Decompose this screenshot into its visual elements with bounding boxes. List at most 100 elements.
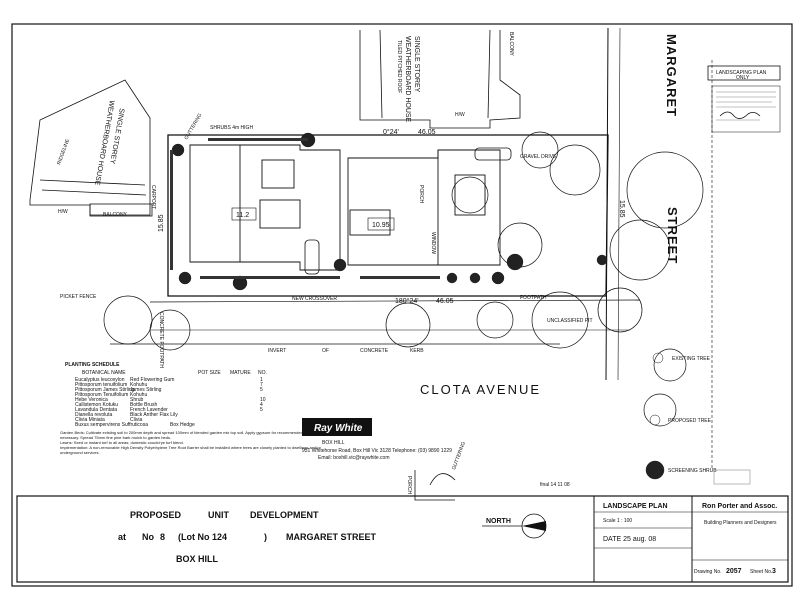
schedule-cell: French Lavender	[130, 407, 168, 413]
top-house-line3: TILED PITCHED ROOF	[396, 40, 402, 93]
neighbour-house-left	[29, 79, 153, 217]
schedule-cell: 7	[260, 382, 263, 388]
schedule-cell: Clivia	[130, 417, 142, 423]
schedule-rows: Eucalyptus leucoxylon Red Flowering Gum …	[75, 377, 266, 428]
existing-tree	[626, 151, 704, 229]
existing-tree	[103, 295, 153, 345]
schedule-header-botanical: BOTANICAL NAME	[82, 370, 126, 376]
schedule-cell: Pittosporum Tenuifolium	[75, 392, 128, 398]
top-dimension: 46.05	[418, 129, 436, 136]
schedule-cell: James Stirling	[130, 387, 162, 393]
schedule-header-pot: POT SIZE	[198, 370, 221, 376]
planting-schedule: PLANTING SCHEDULE BOTANICAL NAME POT SIZ…	[65, 362, 267, 428]
council-stamp	[711, 85, 781, 133]
schedule-note-2: Lawns: Seed or instant turf to all areas…	[60, 440, 184, 445]
existing-tree	[653, 348, 687, 382]
invert-label: INVERT	[268, 348, 286, 354]
area-box-2	[367, 217, 395, 231]
schedule-notes: Garden Beds: Cultivate existing soil to …	[60, 430, 324, 455]
schedule-cell: Dianella revoluta	[75, 412, 112, 418]
proposed-tree	[596, 254, 608, 266]
unit-2-building	[347, 149, 501, 266]
car-garage	[304, 239, 320, 275]
date-label: DATE 25 aug. 08	[603, 536, 656, 543]
area-box-1	[231, 207, 257, 221]
schedule-cell: Box Hedge	[170, 422, 195, 428]
title-unit: UNIT	[208, 510, 229, 520]
ray-white-logo-text: Ray White	[314, 423, 363, 434]
porch-label: PORCH	[418, 185, 424, 203]
schedule-note-3: Implementation: A non-removable High Den…	[60, 445, 321, 455]
street-label: STREET	[665, 207, 680, 264]
shrubs-label: SHRUBS 4m HIGH	[210, 125, 253, 131]
existing-tree	[521, 131, 559, 169]
legend-existing: EXISTING TREE	[672, 356, 711, 362]
existing-tree	[385, 302, 431, 348]
existing-tree	[597, 287, 643, 333]
schedule-cell: Kohuhu	[130, 382, 147, 388]
title-street: MARGARET STREET	[286, 532, 377, 542]
clota-avenue-label: CLOTA AVENUE	[420, 382, 541, 397]
footpath-lines	[110, 299, 641, 345]
site-boundary	[167, 134, 609, 297]
legend-screening-symbol	[645, 460, 665, 480]
existing-tree	[643, 393, 677, 427]
right-dimension: 15.85	[618, 200, 625, 218]
sheet-no-label: Sheet No.	[750, 569, 772, 575]
existing-trees	[103, 131, 704, 427]
porch-label-bottom: PORCH	[406, 476, 412, 494]
schedule-cell: Hebe Veronica	[75, 397, 108, 403]
firm-name: Ron Porter and Assoc.	[702, 503, 777, 510]
schedule-cell: 5	[260, 387, 263, 393]
legend-existing-symbol	[652, 352, 664, 364]
title-suburb: BOX HILL	[176, 554, 219, 564]
firm-subtitle: Building Planners and Designers	[704, 520, 777, 526]
top-balcony-label: BALCONY	[508, 32, 514, 57]
hedge-row	[170, 138, 440, 279]
concrete-footpath-label: CONCRETE FOOTPATH	[158, 312, 164, 368]
proposed-plants	[171, 132, 665, 480]
schedule-cell: Pittosporum tenuifolium	[75, 382, 127, 388]
window-label: WINDOW	[430, 232, 436, 254]
new-crossover-label: NEW CROSSOVER	[292, 296, 337, 302]
north-label: NORTH	[486, 518, 511, 525]
balcony-label: BALCONY	[103, 212, 128, 218]
picket-fence-label: PICKET FENCE	[60, 294, 97, 300]
schedule-cell: 5	[260, 407, 263, 413]
proposed-tree	[506, 253, 524, 271]
schedule-cell: Clivia Miniata	[75, 417, 105, 423]
legend-proposed: PROPOSED TREE	[668, 418, 712, 424]
sheet-border	[11, 23, 793, 587]
margaret-label: MARGARET	[664, 34, 679, 117]
title-no-value: 8	[160, 532, 165, 542]
area-1-label: 11.2	[236, 212, 249, 219]
title-block	[16, 495, 789, 583]
proposed-tree	[171, 143, 185, 157]
drawing-no: 2057	[726, 568, 742, 575]
stamp-line2: ONLY	[736, 75, 750, 81]
hw-label-top: H/W	[455, 112, 465, 118]
north-arrow	[482, 513, 547, 539]
area-2-label: 10.95	[372, 222, 390, 229]
existing-tree	[531, 291, 589, 349]
proposed-tree	[333, 258, 347, 272]
schedule-cell: 1	[260, 377, 263, 383]
agency-address: 931 Whitehorse Road, Box Hill Vic 3128 T…	[302, 448, 452, 454]
top-house-line2: WEATHERBOARD HOUSE	[404, 36, 411, 123]
proposed-tree	[491, 271, 505, 285]
signature-mark	[719, 111, 761, 119]
proposed-tree	[446, 272, 458, 284]
schedule-cell: Pittosporum James Stirling	[75, 387, 135, 393]
top-bearing: 0°24'	[383, 128, 399, 136]
schedule-cell: Kohuhu	[130, 392, 147, 398]
council-stamp-text	[716, 91, 776, 121]
existing-tree	[476, 301, 514, 339]
final-date: final 14 11 08	[540, 482, 570, 488]
agency-email: Email: boxhill.vic@raywhite.com	[318, 455, 389, 461]
schedule-title: PLANTING SCHEDULE	[65, 362, 120, 368]
car-drive	[474, 147, 512, 161]
title-development: DEVELOPMENT	[250, 510, 319, 520]
title-lot-close: )	[264, 532, 267, 542]
schedule-cell: Lavandula Dentata	[75, 407, 117, 413]
footpath-label: FOOTPATH	[520, 295, 547, 301]
